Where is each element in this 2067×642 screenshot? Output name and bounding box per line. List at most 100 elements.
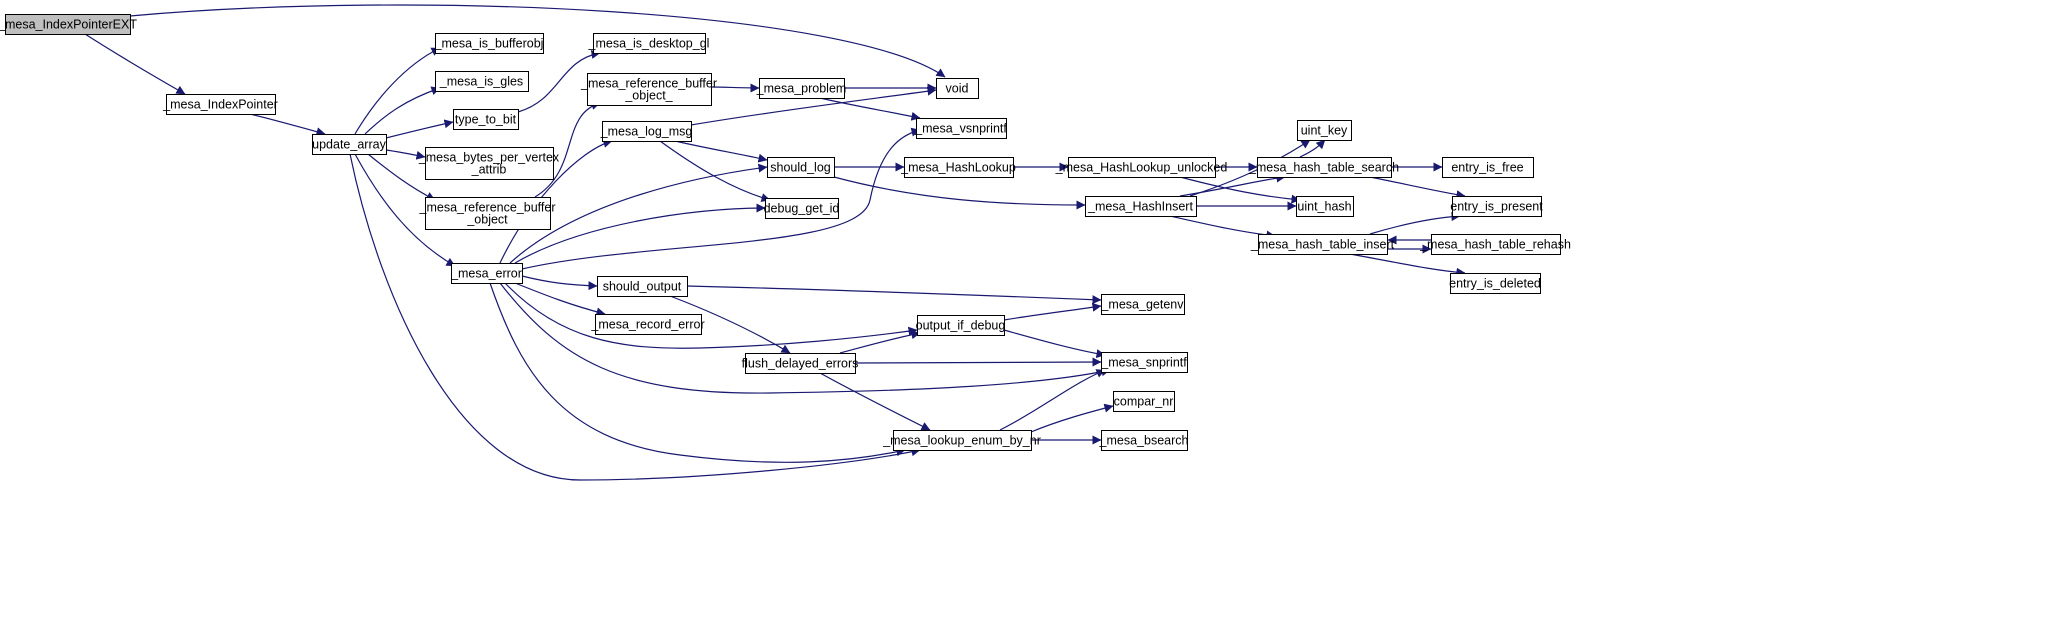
node-box (602, 121, 692, 142)
edge-should_log-to-hash_insert (833, 176, 1086, 210)
node-label: entry_is_free (1451, 161, 1523, 175)
node-label: _mesa_lookup_enum_by_nr (882, 434, 1041, 448)
edge-index_ext-to-index (84, 33, 186, 95)
node-box (425, 197, 551, 230)
edge-error-to-record_error (514, 282, 606, 317)
node-box (916, 118, 1007, 139)
node-ref-buf-2[interactable]: _mesa_reference_buffer_object_ (580, 73, 717, 106)
node-lookup-enum[interactable]: _mesa_lookup_enum_by_nr (882, 430, 1041, 451)
node-is-bufferobj[interactable]: _mesa_is_bufferobj (434, 33, 544, 54)
node-problem[interactable]: _mesa_problem (756, 78, 847, 99)
node-label: compar_nr (1114, 395, 1174, 409)
edge-problem-to-vsnprintf (819, 97, 921, 121)
node-label: _mesa_getenv (1100, 298, 1184, 312)
edge-error-to-output_if_debug (504, 282, 918, 349)
node-label: _mesa_record_error (590, 318, 704, 332)
edge-should_output-to-flush_delayed (669, 295, 791, 354)
node-is-gles[interactable]: _mesa_is_gles (435, 71, 529, 92)
node-label: type_to_bit (455, 113, 517, 127)
node-output-if-debug[interactable]: output_if_debug (916, 315, 1006, 336)
node-uint-key[interactable]: uint_key (1297, 120, 1352, 141)
node-box (1085, 196, 1197, 217)
node-box (767, 157, 835, 178)
node-flush-delayed[interactable]: flush_delayed_errors (742, 353, 859, 374)
node-box (1113, 391, 1175, 412)
node-label: _mesa_reference_buffer (580, 77, 717, 91)
node-box (166, 94, 276, 115)
node-label: debug_get_id (764, 202, 840, 216)
node-hash-insert[interactable]: _mesa_HashInsert (1085, 196, 1197, 217)
node-box (1101, 294, 1185, 315)
node-table-insert[interactable]: _mesa_hash_table_insert (1250, 234, 1395, 255)
node-box (587, 73, 712, 106)
node-compar-nr[interactable]: compar_nr (1113, 391, 1175, 412)
node-label: output_if_debug (916, 319, 1006, 333)
node-label: _mesa_vsnprintf (914, 122, 1007, 136)
node-type-to-bit[interactable]: type_to_bit (453, 109, 519, 130)
node-label: void (946, 82, 969, 96)
node-debug-get-id[interactable]: debug_get_id (764, 198, 840, 219)
node-getenv[interactable]: _mesa_getenv (1100, 294, 1185, 315)
node-label: flush_delayed_errors (742, 357, 859, 371)
node-label: _mesa_HashLookup_unlocked (1055, 161, 1228, 175)
node-bsearch[interactable]: _mesa_bsearch (1099, 430, 1189, 451)
edge-error-to-vsnprintf (521, 127, 921, 270)
node-bytes-per-vertex[interactable]: _mesa_bytes_per_vertex_attrib (418, 147, 560, 180)
node-label: _mesa_is_desktop_gl (588, 37, 710, 51)
node-update[interactable]: update_array (312, 134, 387, 155)
node-label: should_output (603, 280, 682, 294)
node-box (1296, 196, 1354, 217)
edge-index_ext-to-void (129, 4, 946, 78)
node-box (936, 78, 979, 99)
node-index[interactable]: _mesa_IndexPointer (162, 94, 278, 115)
node-box (1258, 234, 1388, 255)
node-box (425, 147, 554, 180)
node-label: entry_is_present (1450, 200, 1543, 214)
node-error[interactable]: _mesa_error (450, 263, 523, 284)
node-label: _mesa_hash_table_insert (1250, 238, 1395, 252)
node-box (745, 353, 856, 374)
edge-update-to-lookup_enum (349, 153, 921, 481)
node-ref-buf-1[interactable]: _mesa_reference_buffer_object (419, 197, 556, 230)
node-label: _object_ (624, 89, 673, 103)
node-is-desktop-gl[interactable]: _mesa_is_desktop_gl (588, 33, 710, 54)
node-entry-is-free[interactable]: entry_is_free (1442, 157, 1534, 178)
node-index-ext[interactable]: _mesa_IndexPointerEXT (0, 14, 137, 35)
node-should-log[interactable]: should_log (767, 157, 835, 178)
edge-output_if_debug-to-snprintf (1003, 329, 1106, 359)
node-box (1257, 157, 1392, 178)
node-label: _mesa_hash_table_search (1248, 161, 1399, 175)
edge-table_insert-to-entry_is_present (1369, 212, 1461, 235)
edge-output_if_debug-to-getenv (1003, 302, 1102, 321)
edge-index-to-update (249, 113, 326, 137)
node-label: _mesa_reference_buffer (419, 201, 556, 215)
node-table-search[interactable]: _mesa_hash_table_search (1248, 157, 1399, 178)
node-table-rehash[interactable]: _mesa_hash_table_rehash (1419, 234, 1571, 255)
node-entry-is-deleted[interactable]: entry_is_deleted (1449, 273, 1541, 294)
edge-should_output-to-getenv (686, 285, 1102, 305)
edge-log_msg-to-should_log (674, 140, 768, 163)
edge-update-to-is_gles (364, 86, 441, 135)
edge-flush_delayed-to-output_if_debug (839, 330, 921, 354)
node-void[interactable]: void (936, 78, 979, 99)
node-box (435, 33, 544, 54)
node-vsnprintf[interactable]: _mesa_vsnprintf (914, 118, 1007, 139)
node-label: _mesa_log_msg (600, 125, 693, 139)
node-hash-lookup[interactable]: _mesa_HashLookup (900, 157, 1016, 178)
node-log-msg[interactable]: _mesa_log_msg (600, 121, 693, 142)
node-uint-hash[interactable]: uint_hash (1296, 196, 1354, 217)
node-record-error[interactable]: _mesa_record_error (590, 314, 705, 335)
edge-lookup_enum-to-snprintf (999, 369, 1106, 431)
node-hash-lookup-unlocked[interactable]: _mesa_HashLookup_unlocked (1055, 157, 1228, 178)
edge-update-to-bytes_per_vertex (385, 149, 426, 160)
edge-update-to-ref_buf_1 (367, 153, 436, 201)
node-box (893, 430, 1032, 451)
node-should-output[interactable]: should_output (597, 276, 688, 297)
node-snprintf[interactable]: _mesa_snprintf (1100, 352, 1188, 373)
edge-hash_insert-to-table_search (1179, 173, 1286, 197)
node-label: update_array (312, 138, 386, 152)
node-box (1297, 120, 1352, 141)
edge-update-to-type_to_bit (385, 119, 454, 139)
node-entry-is-present[interactable]: entry_is_present (1450, 196, 1543, 217)
node-label: entry_is_deleted (1449, 277, 1541, 291)
